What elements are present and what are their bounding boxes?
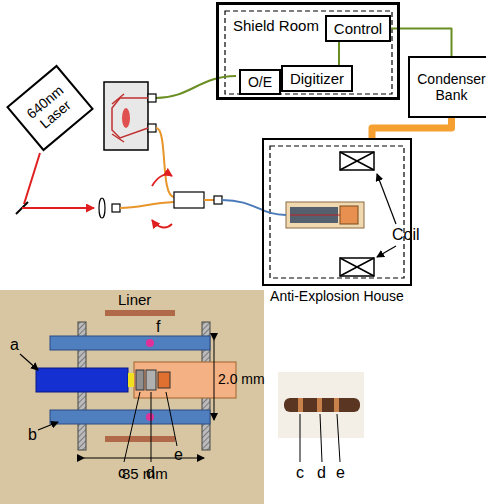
node-text: Condenser Bank	[410, 71, 486, 103]
control-box: Control	[325, 15, 391, 42]
connector-line	[372, 118, 452, 138]
house-box: Anti-Explosion House	[262, 138, 412, 286]
photo-letter: d	[317, 464, 326, 482]
dimension-label: 2.0 mm	[218, 372, 265, 387]
photo-letter: c	[296, 464, 304, 482]
photo-letter: e	[336, 464, 345, 482]
laser-box: 640nm Laser	[6, 65, 94, 152]
room-box: Shield Room ControlO/E Digitizer	[216, 2, 400, 100]
dimension-label: 85 mm	[122, 466, 168, 483]
node-text: 640nm Laser	[16, 76, 84, 141]
node-text: Control	[331, 20, 385, 37]
converter-box: O/E	[239, 69, 281, 95]
node-text: Anti-Explosion House	[264, 288, 410, 304]
node-text: Shield Room	[233, 17, 319, 34]
node-text: Digitizer	[287, 70, 347, 87]
part-letter: e	[174, 446, 183, 464]
connector-line	[391, 29, 452, 57]
part-letter: f	[156, 318, 160, 336]
connector-line	[338, 42, 340, 65]
node-text: O/E	[245, 74, 275, 90]
condenser-box: Condenser Bank	[408, 56, 486, 118]
part-letter: d	[146, 464, 155, 482]
coil-label: Coil	[392, 226, 420, 244]
part-letter: a	[10, 336, 19, 354]
part-letter: b	[28, 426, 37, 444]
liner-label: Liner	[118, 292, 151, 309]
digitizer-box: Digitizer	[281, 65, 353, 92]
part-letter: c	[118, 464, 126, 482]
